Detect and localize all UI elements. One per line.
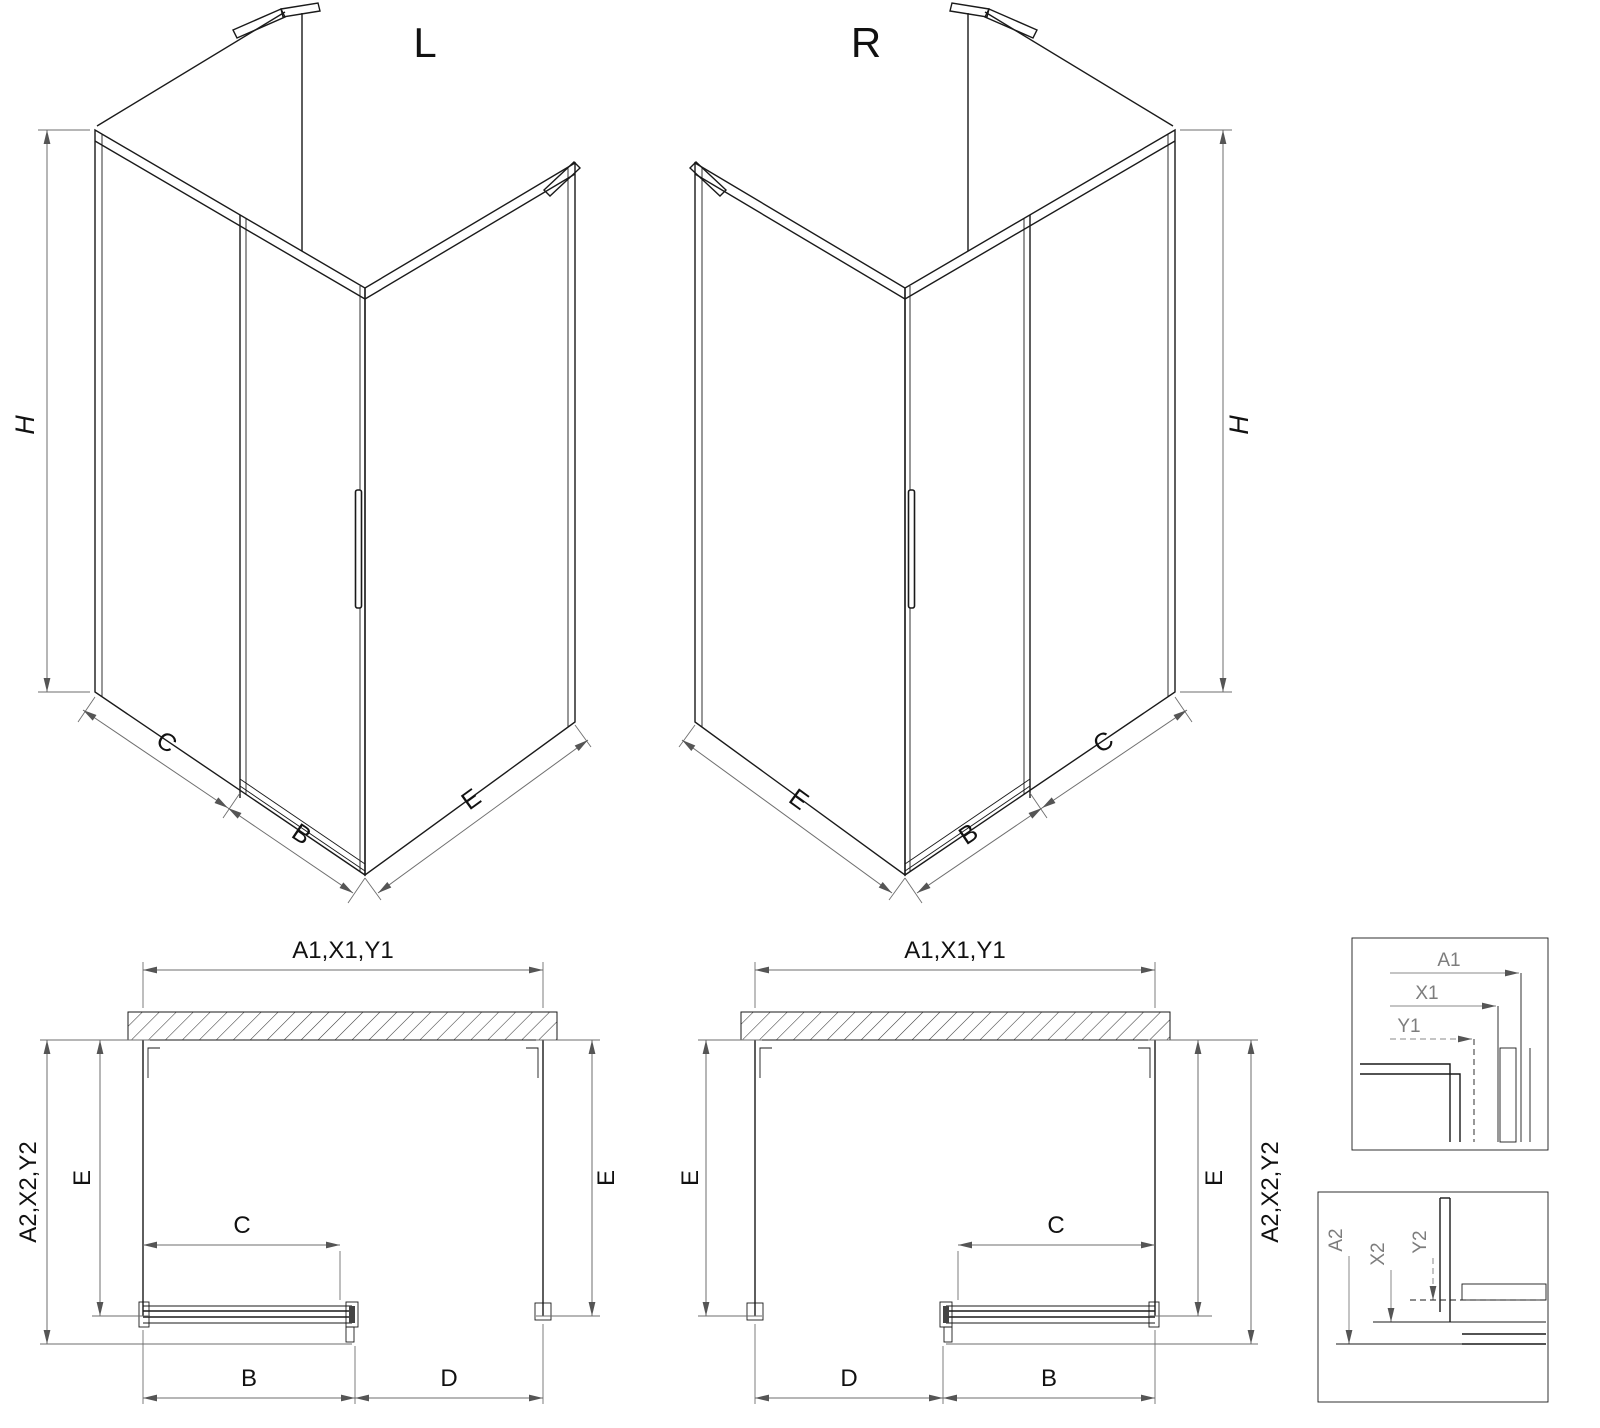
wall-profile — [147, 1047, 160, 1078]
door-handle — [345, 1326, 355, 1343]
dim-label-d: D — [440, 1365, 457, 1392]
detail-label-a1: A1 — [1437, 950, 1460, 971]
wall-profile — [759, 1047, 772, 1078]
door-stopper — [943, 1306, 949, 1323]
extension-line — [347, 877, 366, 904]
dim-label-a1-combo: A1,X1,Y1 — [904, 937, 1005, 964]
detail-frame — [1317, 1191, 1549, 1403]
plan-view-middle: A1,X1,Y1 E E A2,X2,Y2 C D B — [677, 937, 1284, 1404]
support-bar — [96, 11, 286, 127]
detail-box-a1: A1 X1 Y1 — [1351, 937, 1549, 1151]
dim-label-c: C — [1088, 726, 1119, 759]
dim-label-e: E — [456, 783, 486, 815]
track-end-cap — [138, 1301, 150, 1328]
dim-label-a2-combo: A2,X2,Y2 — [15, 1141, 42, 1242]
dim-label-a2-combo: A2,X2,Y2 — [1257, 1141, 1284, 1242]
glass-panel-back — [94, 128, 366, 877]
extension-line — [678, 724, 696, 748]
dim-label-e: E — [784, 783, 814, 815]
wall-section — [740, 1011, 1171, 1041]
dim-line-c — [1041, 709, 1188, 809]
support-bar — [984, 11, 1174, 127]
detail-frame — [1351, 937, 1549, 1151]
variant-label-left: L — [413, 19, 436, 66]
wall-bracket-icon — [984, 8, 1038, 39]
wall-profile — [1138, 1047, 1151, 1078]
dim-label-b: B — [954, 818, 983, 851]
glass-panel-return — [364, 161, 576, 877]
glass-panel-return — [694, 161, 906, 877]
dim-label-h: H — [1224, 415, 1254, 435]
extension-line — [1174, 696, 1193, 723]
glass-section — [1461, 1283, 1547, 1301]
iso-view-left: L H C B — [10, 2, 592, 904]
dim-line-e — [681, 739, 893, 894]
top-rail — [694, 173, 906, 300]
iso-view-right: R H E B C — [678, 2, 1254, 904]
dim-label-c: C — [151, 726, 182, 759]
door-handle — [907, 489, 916, 609]
detail-label-x2: X2 — [1368, 1242, 1389, 1265]
track-end-cap — [1148, 1301, 1160, 1328]
extension-line — [904, 877, 923, 904]
corner-fitting — [534, 1302, 552, 1321]
dim-label-b: B — [241, 1365, 257, 1392]
door-handle — [354, 489, 363, 609]
detail-label-y1: Y1 — [1397, 1016, 1420, 1037]
detail-box-a2: A2 X2 Y2 — [1317, 1191, 1549, 1403]
wall-bracket-icon — [280, 2, 321, 18]
wall-bracket-icon — [949, 2, 990, 18]
panel-bracket-icon — [688, 161, 728, 197]
detail-label-x1: X1 — [1415, 983, 1438, 1004]
wall-bracket-icon — [232, 8, 286, 39]
wall-profile — [526, 1047, 539, 1078]
dim-label-a1-combo: A1,X1,Y1 — [292, 937, 393, 964]
top-rail — [364, 173, 576, 300]
top-rail — [94, 140, 366, 300]
extension-line — [364, 877, 382, 901]
dim-line-e — [377, 739, 589, 894]
dim-label-c: C — [233, 1212, 250, 1239]
extension-line — [888, 877, 906, 901]
dim-label-e: E — [1201, 1170, 1228, 1186]
dim-line-c — [82, 709, 229, 809]
profile-section — [1360, 1063, 1451, 1142]
extension-line — [574, 724, 592, 748]
extension-line — [1029, 792, 1048, 819]
dim-line-b — [916, 807, 1043, 894]
plan-view-left: A1,X1,Y1 E A2,X2,Y2 E C B D — [15, 937, 620, 1404]
variant-label-right: R — [851, 19, 881, 66]
dim-label-b: B — [1041, 1365, 1057, 1392]
profile-section — [1360, 1073, 1461, 1142]
dim-label-h: H — [10, 415, 40, 435]
top-rail — [904, 140, 1176, 300]
glass-panel-back — [904, 128, 1176, 877]
dim-label-e: E — [593, 1170, 620, 1186]
detail-label-a2: A2 — [1326, 1228, 1347, 1251]
wall-section — [127, 1011, 558, 1041]
glass-section — [1499, 1047, 1517, 1143]
door-handle — [943, 1326, 953, 1343]
panel-bracket-icon — [542, 161, 582, 197]
detail-label-y2: Y2 — [1410, 1230, 1431, 1253]
extension-line — [222, 792, 241, 819]
dim-label-d: D — [840, 1365, 857, 1392]
corner-fitting — [746, 1302, 764, 1321]
dim-label-e: E — [69, 1170, 96, 1186]
dim-label-c: C — [1047, 1212, 1064, 1239]
extension-line — [77, 696, 96, 723]
door-stopper — [349, 1306, 355, 1323]
dim-label-e: E — [677, 1170, 704, 1186]
dim-line-b — [227, 807, 354, 894]
